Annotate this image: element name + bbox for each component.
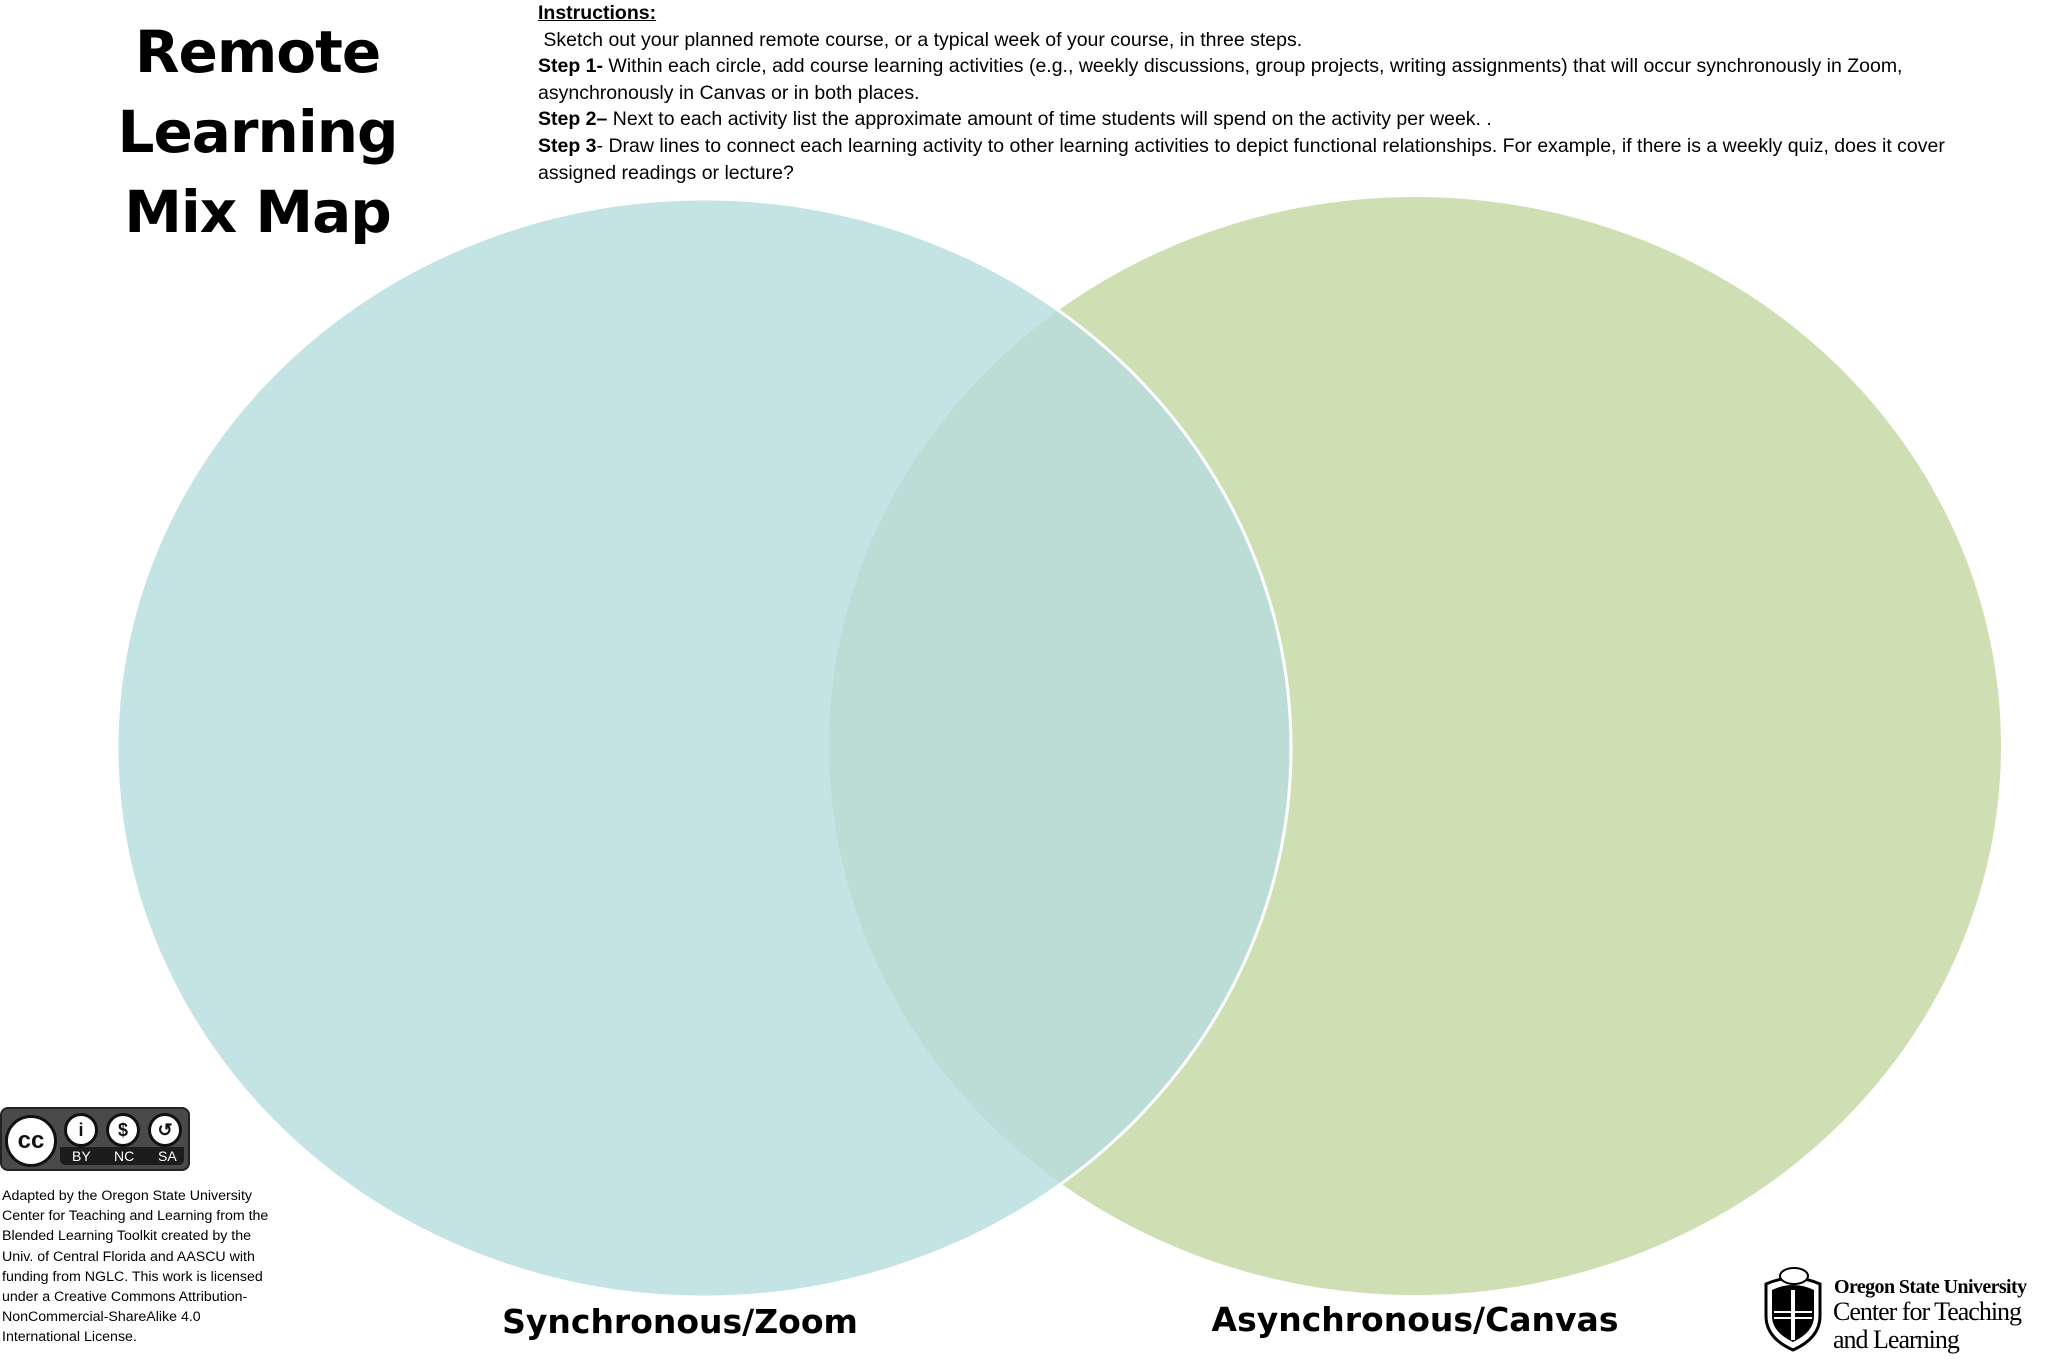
instructions-heading: Instructions:	[538, 2, 657, 24]
step-2: Step 2– Next to each activity list the a…	[538, 106, 2008, 133]
step-1-text: Within each circle, add course learning …	[538, 55, 1903, 104]
instructions-intro: Sketch out your planned remote course, o…	[538, 28, 1303, 51]
step-1: Step 1- Within each circle, add course l…	[538, 53, 2008, 106]
license-credit: Adapted by the Oregon State University C…	[2, 1188, 269, 1346]
title-line-2: Mix Map	[124, 178, 392, 246]
title-line-1: Remote Learning	[117, 18, 398, 166]
logo-line-2: Center for Teaching	[1833, 1297, 2022, 1326]
logo-line-3: and Learning	[1833, 1325, 1960, 1354]
nc-tag: NC	[114, 1148, 135, 1164]
badge-strip	[60, 1147, 184, 1165]
osu-shield-icon	[1764, 1267, 1822, 1352]
instructions: Instructions: Sketch out your planned re…	[538, 0, 2008, 186]
logo-university: Oregon State University	[1834, 1276, 2027, 1298]
cc-icon: cc	[5, 1115, 57, 1167]
sharealike-icon: ↺	[148, 1113, 182, 1147]
step-3: Step 3- Draw lines to connect each learn…	[538, 133, 2008, 186]
attribution-icon: i	[64, 1113, 98, 1147]
overlap-region	[829, 199, 1291, 1295]
step-1-label: Step 1-	[538, 55, 604, 78]
left-circle-outline	[115, 197, 1293, 1299]
page-title: Remote Learning Mix Map	[0, 12, 515, 252]
osu-ctl-logo: Oregon State University Center for Teach…	[1760, 1262, 2048, 1362]
step-2-text: Next to each activity list the approxima…	[607, 108, 1492, 131]
by-tag: BY	[72, 1148, 91, 1164]
step-3-text: - Draw lines to connect each learning ac…	[538, 134, 1945, 184]
left-circle-label: Synchronous/Zoom	[502, 1302, 858, 1341]
sa-tag: SA	[158, 1148, 177, 1164]
noncommercial-icon: $	[106, 1113, 140, 1147]
right-circle-label: Asynchronous/Canvas	[1211, 1300, 1619, 1339]
logo-center: Center for Teaching and Learning	[1833, 1297, 2022, 1354]
step-3-label: Step 3	[538, 134, 597, 157]
step-2-label: Step 2–	[538, 108, 608, 131]
cc-license-badge: cc i $ ↺ BY NC SA	[0, 1107, 190, 1171]
